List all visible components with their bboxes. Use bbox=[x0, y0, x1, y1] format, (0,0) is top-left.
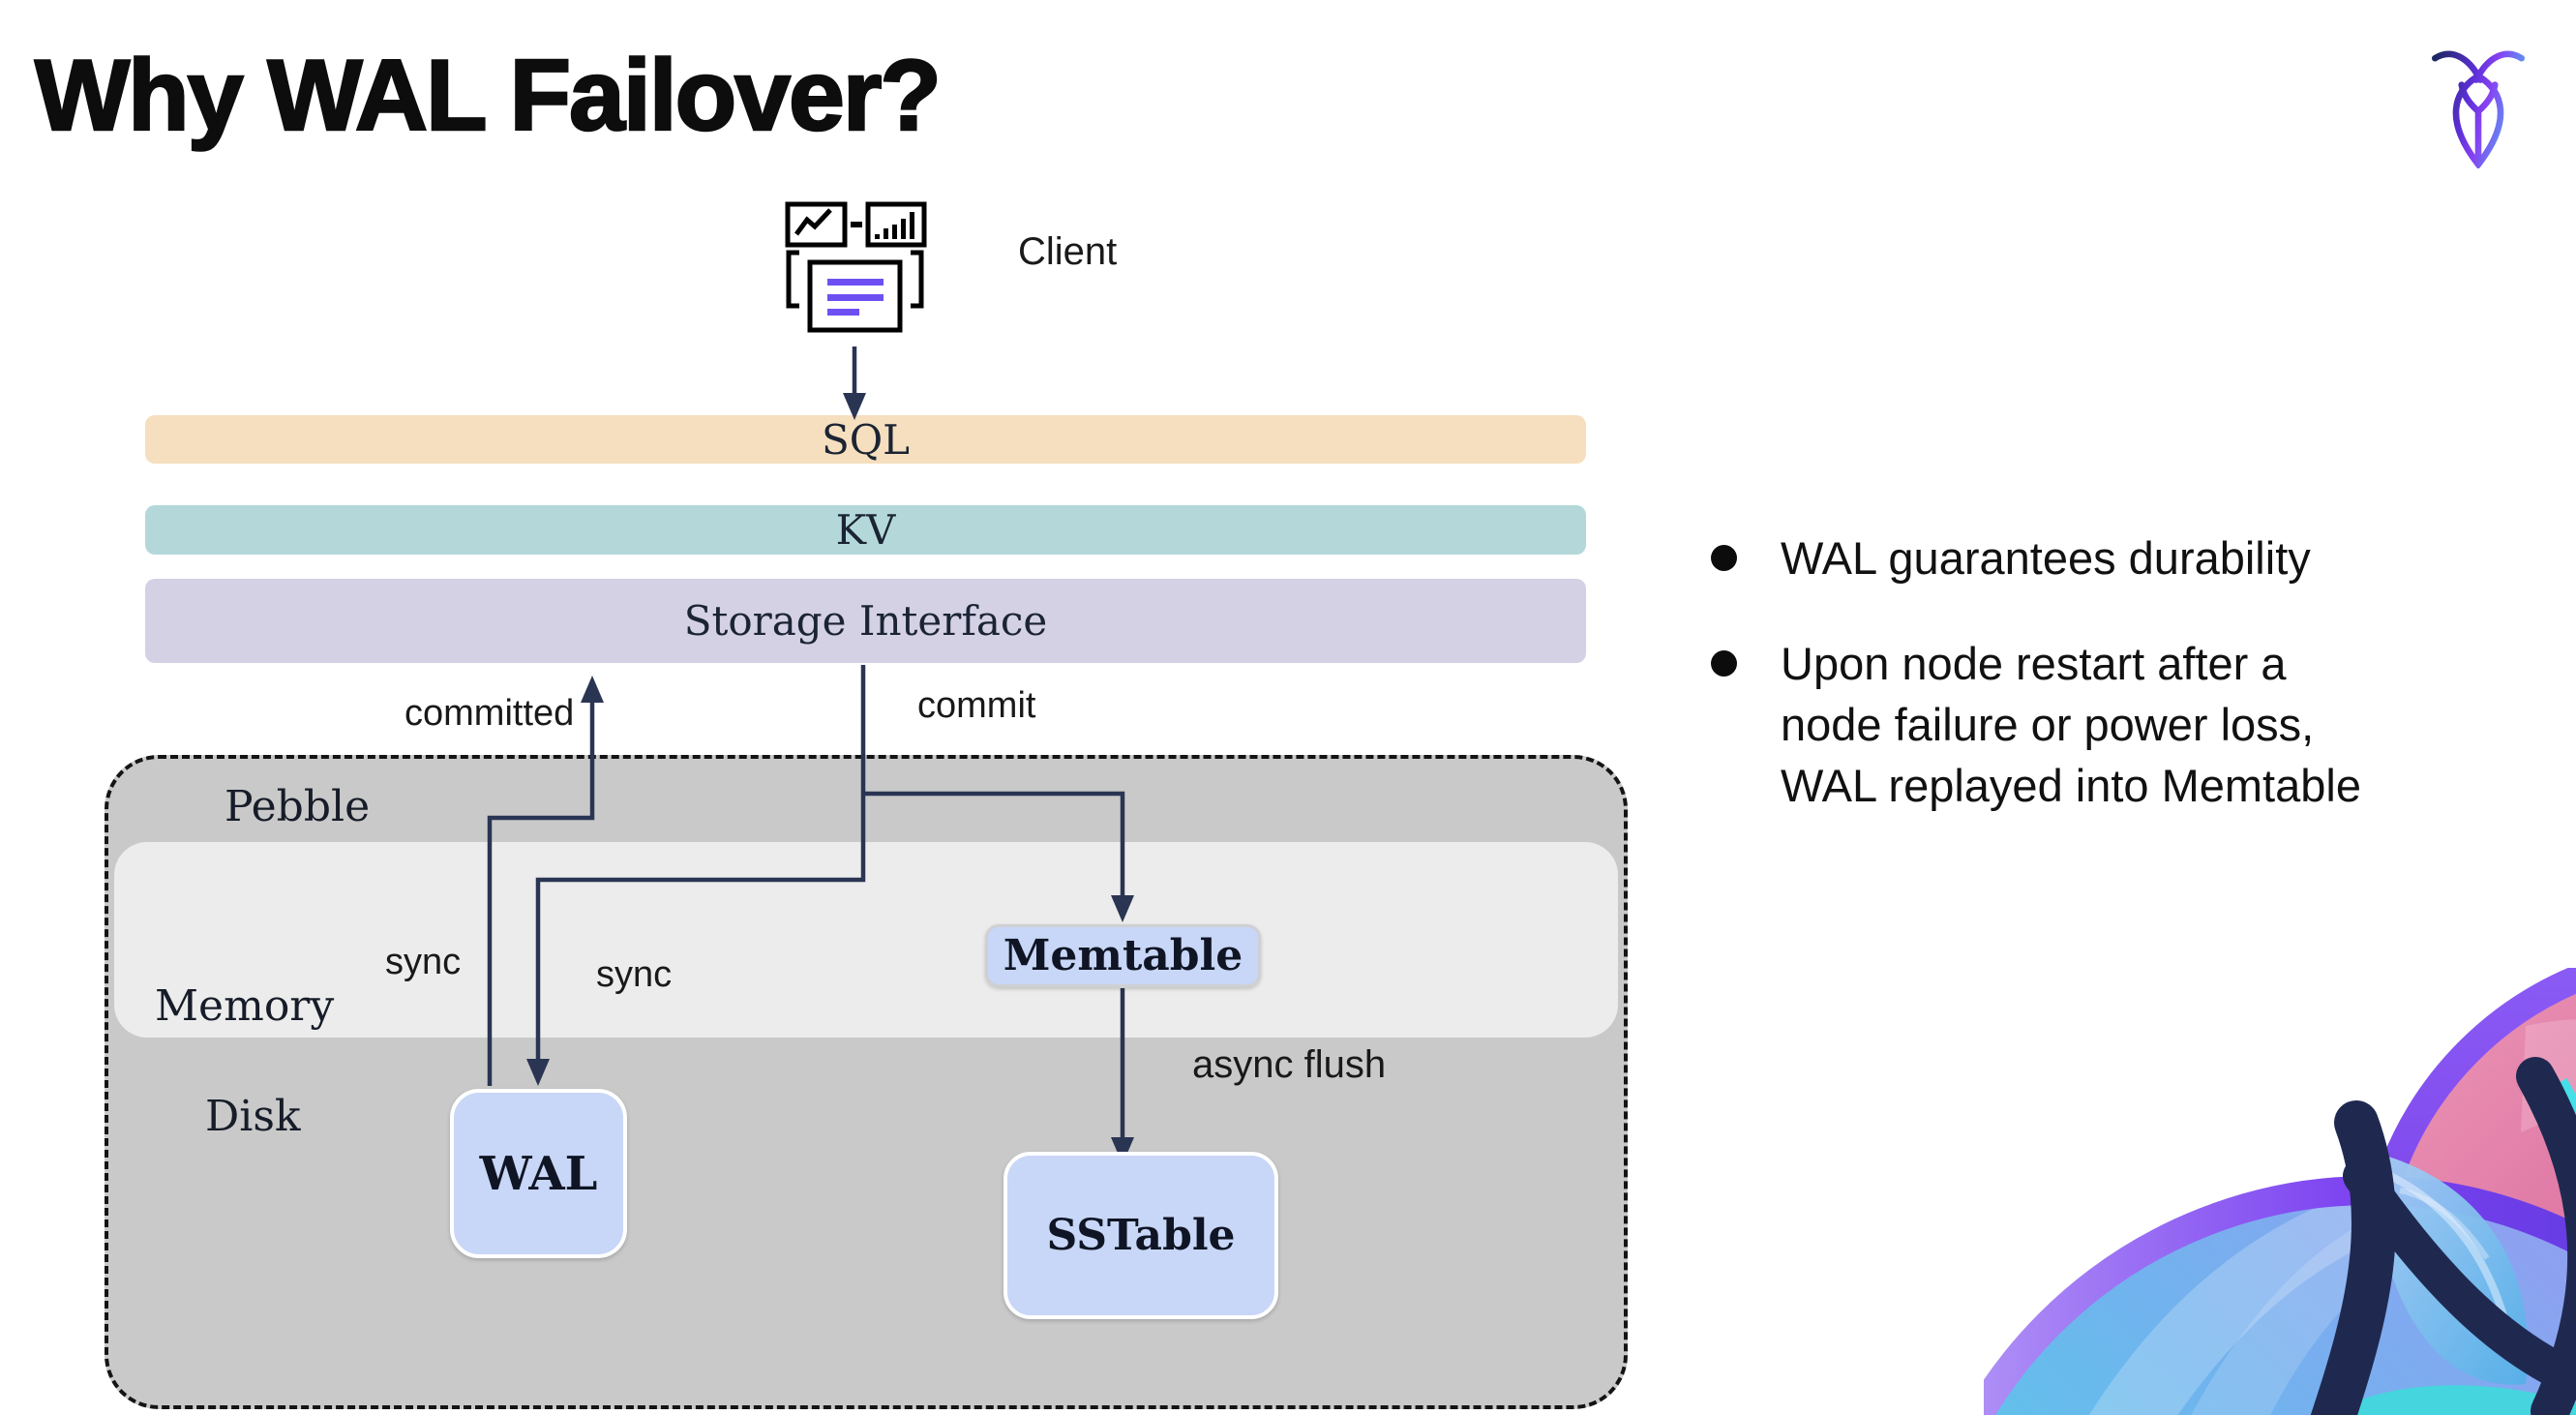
list-item: WAL guarantees durability bbox=[1711, 527, 2576, 588]
layer-kv: KV bbox=[145, 505, 1586, 555]
layer-storage-interface-label: Storage Interface bbox=[683, 597, 1048, 645]
document-lines bbox=[827, 279, 884, 316]
pebble-label: Pebble bbox=[225, 782, 371, 831]
edge-label-async-flush: async flush bbox=[1192, 1043, 1387, 1086]
memtable-node: Memtable bbox=[985, 924, 1261, 987]
bar-chart-glyph bbox=[875, 212, 914, 239]
edge-label-committed: committed bbox=[404, 693, 575, 734]
memory-label: Memory bbox=[155, 981, 335, 1031]
bullet-text: WAL guarantees durability bbox=[1781, 532, 2311, 584]
wal-node: WAL bbox=[450, 1089, 627, 1258]
bracket-glyphs bbox=[786, 250, 924, 309]
bullet-list: WAL guarantees durability Upon node rest… bbox=[1711, 527, 2576, 860]
client-label: Client bbox=[1018, 230, 1118, 273]
layer-kv-label: KV bbox=[835, 506, 896, 554]
bullet-text: Upon node restart after a node failure o… bbox=[1781, 638, 2361, 811]
disk-label: Disk bbox=[205, 1092, 301, 1141]
layer-sql-label: SQL bbox=[821, 415, 911, 464]
cockroachdb-logo-icon bbox=[2431, 50, 2526, 168]
page-title: Why WAL Failover? bbox=[34, 39, 943, 154]
sstable-node-label: SSTable bbox=[1046, 1211, 1236, 1260]
memtable-node-label: Memtable bbox=[1003, 931, 1243, 980]
layer-storage-interface: Storage Interface bbox=[145, 579, 1586, 663]
dash-glyph bbox=[851, 222, 862, 227]
edge-label-commit: commit bbox=[917, 685, 1036, 726]
client-icon bbox=[785, 201, 927, 333]
edge-commit-to-wal bbox=[535, 665, 866, 1061]
bullet-dot-icon bbox=[1711, 650, 1737, 677]
memory-band bbox=[114, 842, 1618, 1038]
sstable-node: SSTable bbox=[1003, 1152, 1278, 1319]
wal-node-label: WAL bbox=[479, 1146, 598, 1201]
list-item: Upon node restart after a node failure o… bbox=[1711, 633, 2576, 816]
line-chart-glyph bbox=[794, 208, 832, 236]
bullet-dot-icon bbox=[1711, 545, 1737, 571]
edge-committed bbox=[487, 701, 595, 1086]
arrowheads bbox=[526, 393, 1134, 1164]
edge-label-sync-right: sync bbox=[596, 954, 673, 995]
edge-label-sync-left: sync bbox=[385, 942, 462, 982]
layer-sql: SQL bbox=[145, 415, 1586, 464]
decorative-roach-artwork bbox=[1984, 968, 2576, 1415]
edge-commit-to-memtable bbox=[863, 791, 1125, 897]
